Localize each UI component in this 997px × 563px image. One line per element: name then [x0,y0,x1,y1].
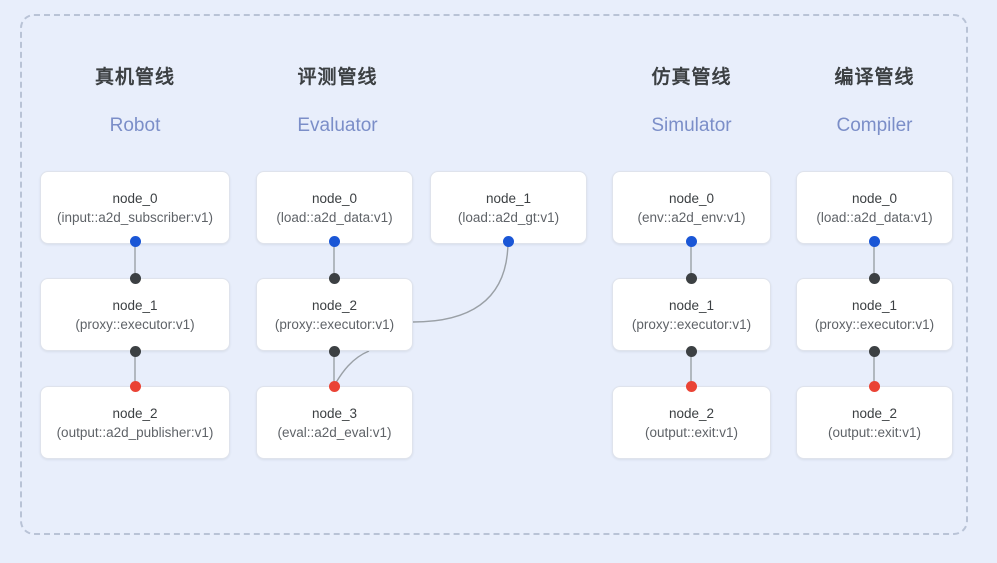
port-input-simulator-1[interactable] [685,272,697,284]
node-spec: (load::a2d_data:v1) [276,209,393,225]
node-name: node_0 [668,190,715,206]
node-name: node_3 [311,405,358,421]
node-simulator-2[interactable]: node_2 (output::exit:v1) [612,386,771,459]
node-spec: (load::a2d_gt:v1) [457,209,560,225]
port-output-evaluator-0[interactable] [328,235,340,247]
node-spec: (proxy::executor:v1) [274,316,395,332]
node-compiler-1[interactable]: node_1 (proxy::executor:v1) [796,278,953,351]
node-evaluator-2[interactable]: node_2 (proxy::executor:v1) [256,278,413,351]
node-evaluator-0[interactable]: node_0 (load::a2d_data:v1) [256,171,413,244]
node-name: node_2 [311,297,358,313]
node-compiler-0[interactable]: node_0 (load::a2d_data:v1) [796,171,953,244]
node-name: node_1 [112,297,158,313]
node-simulator-0[interactable]: node_0 (env::a2d_env:v1) [612,171,771,244]
port-input-compiler-2[interactable] [868,380,880,392]
node-name: node_2 [668,405,715,421]
port-output-simulator-1[interactable] [685,345,697,357]
port-output-compiler-0[interactable] [868,235,880,247]
node-name: node_2 [112,405,158,421]
node-name: node_1 [668,297,715,313]
node-evaluator-3[interactable]: node_3 (eval::a2d_eval:v1) [256,386,413,459]
node-name: node_0 [311,190,358,206]
dashed-container-frame [20,14,968,535]
node-spec: (input::a2d_subscriber:v1) [56,209,214,225]
node-name: node_2 [851,405,898,421]
port-input-simulator-2[interactable] [685,380,697,392]
node-robot-2[interactable]: node_2 (output::a2d_publisher:v1) [40,386,230,459]
node-spec: (output::exit:v1) [827,424,922,440]
node-name: node_1 [485,190,532,206]
node-evaluator-1[interactable]: node_1 (load::a2d_gt:v1) [430,171,587,244]
node-name: node_0 [112,190,158,206]
node-spec: (eval::a2d_eval:v1) [277,424,392,440]
node-spec: (proxy::executor:v1) [75,316,195,332]
port-output-robot-0[interactable] [129,235,141,247]
node-spec: (proxy::executor:v1) [814,316,935,332]
node-simulator-1[interactable]: node_1 (proxy::executor:v1) [612,278,771,351]
node-robot-1[interactable]: node_1 (proxy::executor:v1) [40,278,230,351]
node-spec: (output::a2d_publisher:v1) [56,424,214,440]
port-input-robot-2[interactable] [129,380,141,392]
port-input-evaluator-3[interactable] [328,380,340,392]
port-output-evaluator-1[interactable] [502,235,514,247]
node-spec: (env::a2d_env:v1) [637,209,746,225]
port-output-evaluator-2[interactable] [328,345,340,357]
port-output-robot-1[interactable] [129,345,141,357]
port-input-evaluator-2[interactable] [328,272,340,284]
port-input-robot-1[interactable] [129,272,141,284]
port-output-compiler-1[interactable] [868,345,880,357]
node-name: node_0 [851,190,898,206]
node-robot-0[interactable]: node_0 (input::a2d_subscriber:v1) [40,171,230,244]
node-compiler-2[interactable]: node_2 (output::exit:v1) [796,386,953,459]
port-output-simulator-0[interactable] [685,235,697,247]
node-name: node_1 [851,297,898,313]
node-spec: (load::a2d_data:v1) [816,209,933,225]
node-spec: (output::exit:v1) [644,424,739,440]
port-input-compiler-1[interactable] [868,272,880,284]
node-spec: (proxy::executor:v1) [631,316,752,332]
